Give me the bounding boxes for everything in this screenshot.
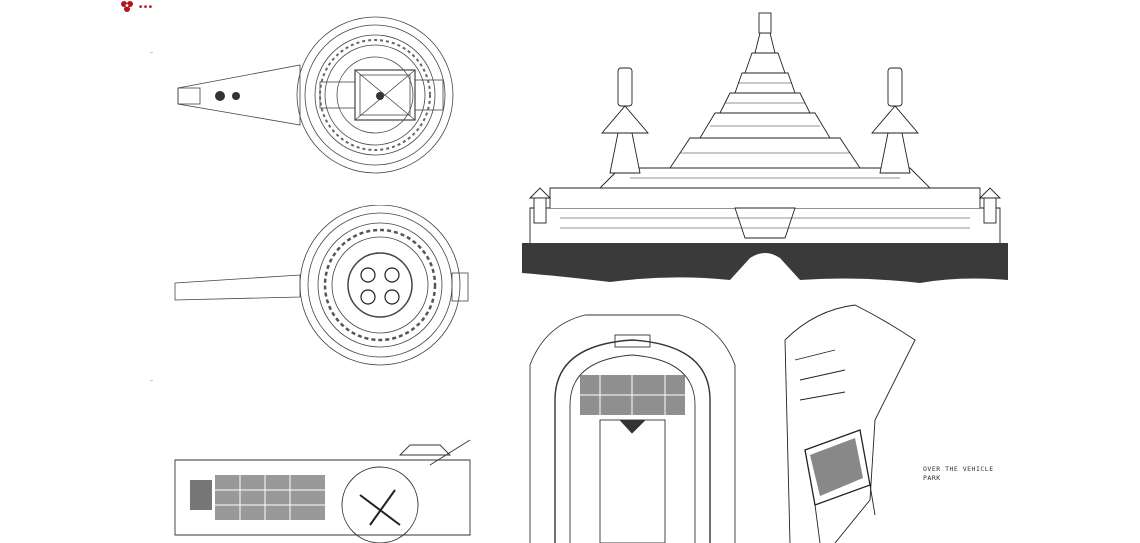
logo: …	[120, 0, 154, 12]
cliff-building-sketch	[784, 304, 916, 543]
sketch-note: OVER THE VEHICLE PARK	[923, 465, 994, 482]
logo-text: …	[138, 0, 154, 12]
palace-elevation-drawing	[522, 12, 1008, 283]
archway-drawing	[529, 314, 736, 543]
top-plan-drawing	[177, 16, 454, 174]
base-plan-drawing	[174, 205, 469, 366]
logo-flower-icon	[121, 1, 133, 12]
top-plan-caption: …	[150, 50, 154, 55]
base-plan-caption: …	[150, 378, 154, 383]
section-drawing	[174, 439, 471, 543]
